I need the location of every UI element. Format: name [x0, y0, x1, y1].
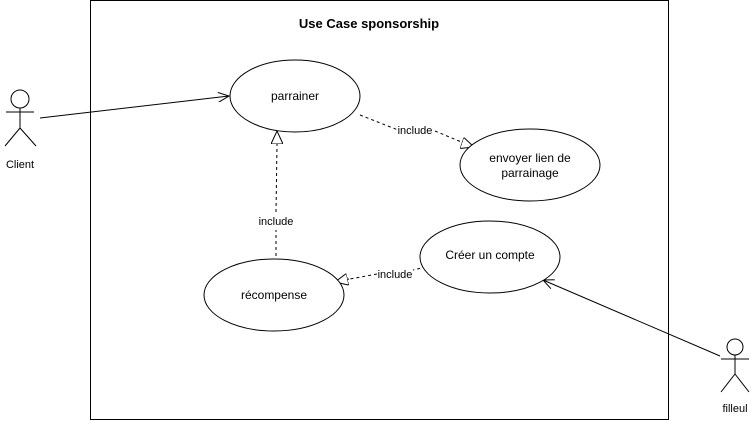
use-case-recompense[interactable]: récompense [203, 258, 345, 332]
use-case-creer-compte[interactable]: Créer un compte [419, 220, 561, 294]
actor-client[interactable]: Client [4, 89, 37, 171]
use-case-parrainer-label: parrainer [271, 89, 319, 103]
actor-filleul-leg-right [734, 373, 750, 393]
actor-filleul-leg-left [720, 373, 736, 393]
actor-filleul-label: filleul [722, 403, 747, 415]
actor-client-label: Client [6, 159, 34, 171]
include-recompense-parrainer-label: include [259, 216, 294, 228]
use-case-envoyer-lien-ellipse [459, 128, 601, 202]
use-case-recompense-ellipse [203, 258, 345, 332]
include-parrainer-envoyer-label: include [398, 125, 433, 137]
include-creer-recompense-label: include [378, 269, 413, 281]
use-case-parrainer[interactable]: parrainer [229, 59, 361, 133]
actor-filleul-head [726, 338, 744, 356]
actor-filleul[interactable]: filleul [720, 338, 750, 415]
use-case-parrainer-ellipse [229, 59, 361, 133]
use-case-creer-compte-label: Créer un compte [445, 248, 535, 262]
actor-client-leg-right [19, 127, 37, 147]
use-case-envoyer-lien-line1: envoyer lien de [489, 151, 571, 165]
use-case-recompense-label: récompense [241, 288, 307, 302]
association-filleul-creer-compte [543, 280, 721, 357]
use-case-envoyer-lien[interactable]: envoyer lien de parrainage [459, 128, 601, 202]
include-recompense-parrainer-line [275, 144, 278, 262]
diagram-title: Use Case sponsorship [299, 16, 439, 31]
actor-client-leg-left [4, 127, 21, 147]
actor-client-head [10, 89, 30, 109]
use-case-creer-compte-ellipse [419, 220, 561, 294]
use-case-envoyer-lien-line2: parrainage [501, 166, 559, 180]
association-client-parrainer [39, 96, 229, 119]
system-boundary [90, 0, 669, 420]
